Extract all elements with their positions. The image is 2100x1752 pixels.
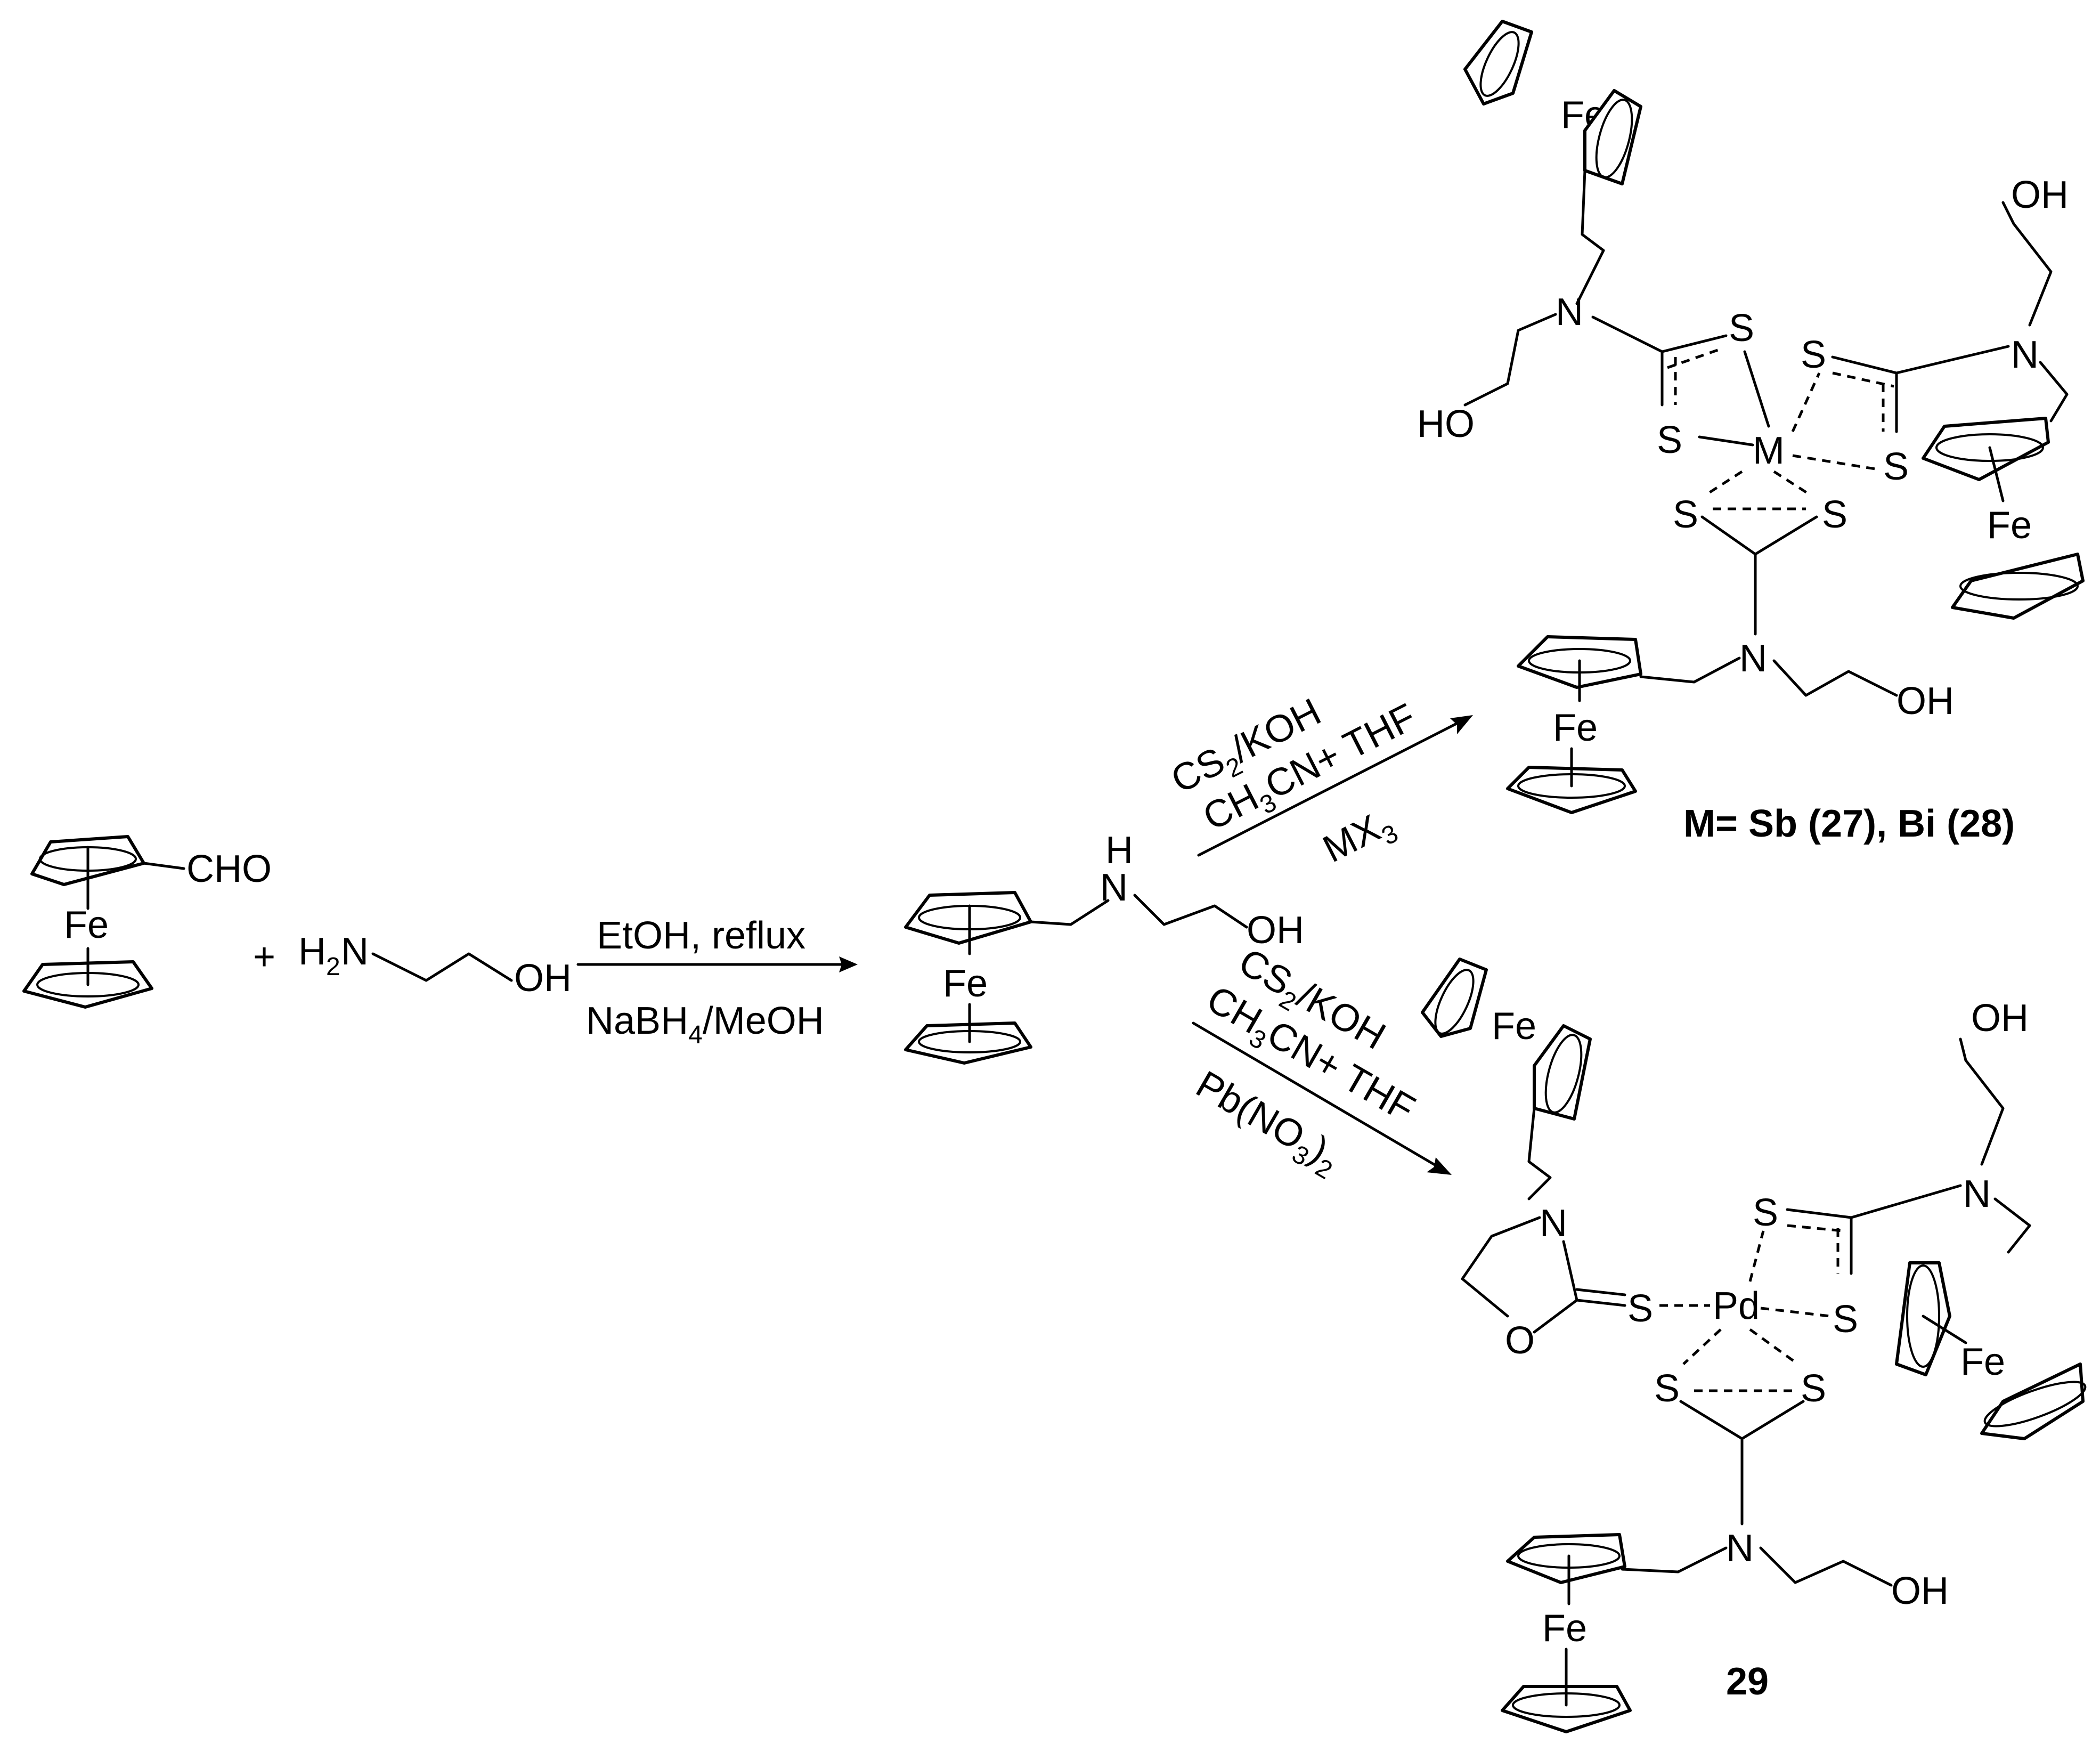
upper-oh-right: OH [2011,174,2069,216]
lower-arrow: CS2/KOH CH3CN+ THF Pb(NO3)2 [1189,940,1452,1185]
upper-product: Fe N HO S S M S S N OH Fe [1417,20,2085,845]
upper-condition-3: MX3 [1316,800,1403,877]
lower-s1: S [1753,1191,1778,1234]
upper-oh-bottom: OH [1896,680,1954,723]
intermediate-iron: Fe [943,962,988,1005]
lower-o-ring: O [1505,1319,1535,1362]
upper-n-left: N [1556,291,1583,334]
amine-oh: OH [514,957,572,1000]
lower-bottom-iron: Fe [1542,1607,1587,1650]
lower-right-iron: Fe [1960,1341,2005,1383]
ferrocene-aldehyde: CHO Fe [22,835,272,1009]
lower-oh-right: OH [1971,997,2029,1040]
lower-n-right: N [1963,1173,1991,1215]
lower-oh-bottom: OH [1891,1570,1949,1612]
upper-right-iron: Fe [1987,504,2032,547]
lower-s-thione: S [1627,1287,1653,1330]
lower-s2: S [1833,1298,1858,1341]
amine-n: N [341,930,369,973]
plus-sign: + [253,936,275,978]
intermediate-oh: OH [1247,909,1304,952]
upper-s6: S [1822,493,1847,536]
step1-top-label: EtOH, reflux [597,914,805,957]
amine-h: H [298,930,326,973]
upper-s3: S [1801,334,1826,376]
ethanolamine: H 2 N OH [298,930,572,1000]
lower-s4: S [1801,1367,1826,1410]
step1-bottom-label: NaBH4/MeOH [586,1000,824,1049]
upper-n-right: N [2011,334,2039,376]
intermediate-n: N [1100,866,1128,909]
lower-n-ring: N [1540,1202,1567,1245]
lower-product-caption: 29 [1726,1660,1769,1703]
upper-product-caption: M= Sb (27), Bi (28) [1683,802,2015,845]
lower-center-metal: Pd [1713,1285,1760,1327]
iron-label: Fe [64,904,109,946]
top-cp-ring-1 [1463,20,1533,106]
upper-n-bottom: N [1739,637,1767,680]
lower-n-bottom: N [1726,1527,1754,1570]
intermediate: H N OH Fe [904,829,1304,1065]
lower-product: Fe N O S Pd S S N OH Fe [1421,958,2087,1733]
amine-h-subscript: 2 [326,953,340,981]
upper-s4: S [1883,445,1909,488]
upper-arrow: CS2/KOH CH3CN+ THF MX3 [1165,691,1473,877]
lower-top-iron: Fe [1492,1005,1536,1048]
upper-ho: HO [1417,403,1475,445]
upper-s5: S [1673,493,1698,536]
lower-s3: S [1654,1367,1680,1410]
upper-s2: S [1657,419,1682,461]
upper-bottom-iron: Fe [1553,707,1598,749]
upper-center-metal: M [1753,429,1785,472]
aldehyde-substituent: CHO [186,848,272,890]
upper-s1: S [1729,307,1754,350]
intermediate-h: H [1105,829,1133,872]
step1-arrow: EtOH, reflux NaBH4/MeOH [576,914,858,1049]
